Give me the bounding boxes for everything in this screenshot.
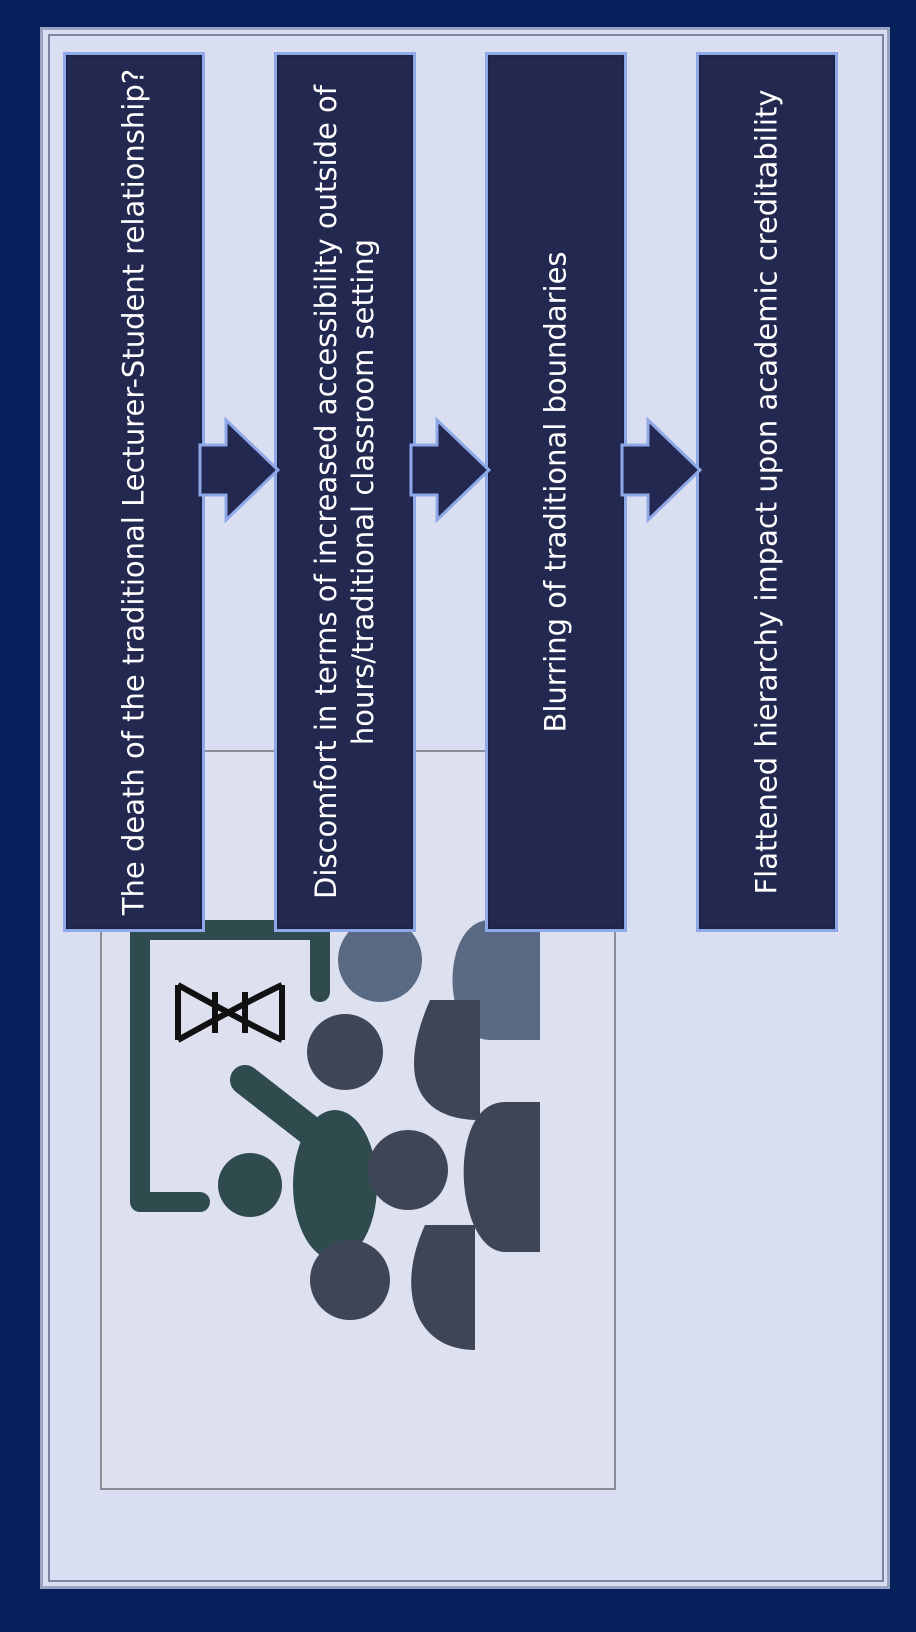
arrow-right-1 [198,416,281,524]
process-step-2: Discomfort in terms of increased accessi… [274,52,416,932]
process-step-4: Flattened hierarchy impact upon academic… [696,52,838,932]
classroom-illustration [130,918,540,1350]
audience-icon [307,918,540,1350]
teacher-figure [218,1065,377,1260]
dna-icon [175,982,285,1043]
arrow-right-3 [620,416,703,524]
content-panel-border [48,34,884,1582]
arrow-right-2 [409,416,492,524]
process-step-1: The death of the traditional Lecturer-St… [63,52,205,932]
